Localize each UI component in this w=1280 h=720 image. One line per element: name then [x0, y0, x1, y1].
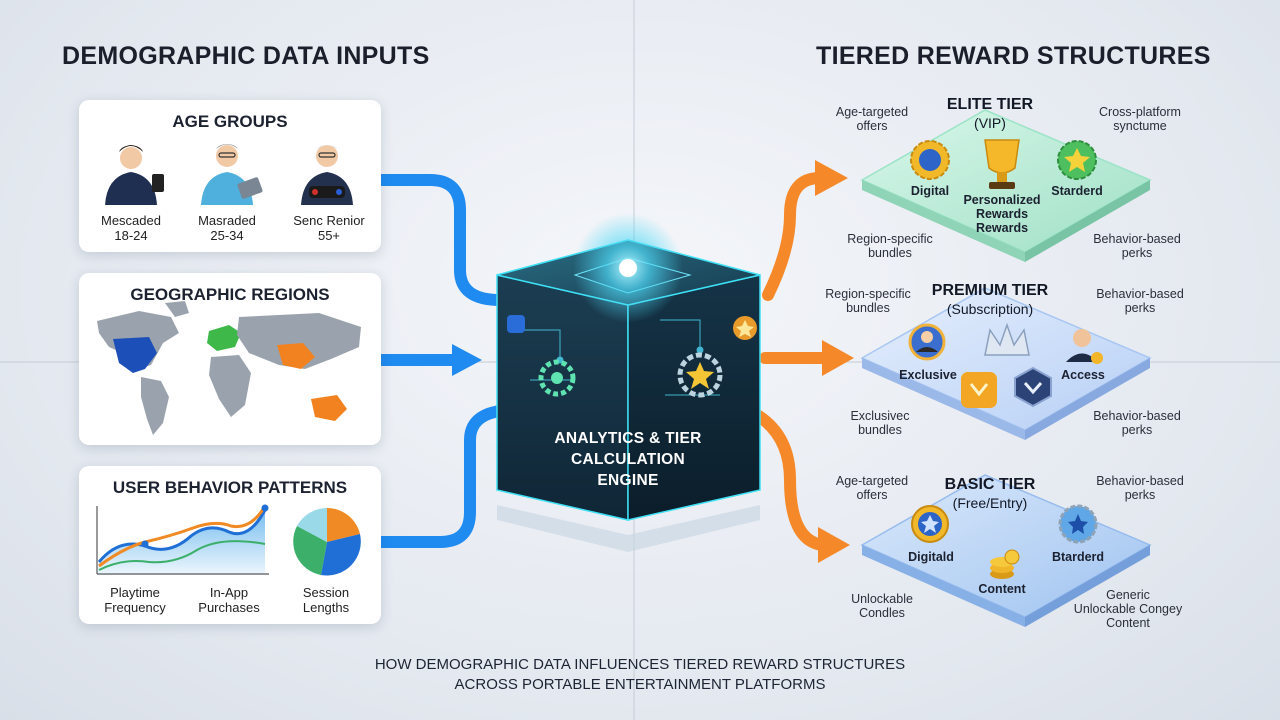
map-china: [277, 343, 315, 369]
card-title: AGE GROUPS: [172, 112, 288, 131]
map-asia: [237, 313, 361, 369]
shield-badge-icon: [1014, 366, 1052, 408]
map-africa: [209, 355, 251, 417]
map-australia: [311, 395, 347, 421]
map-usa: [113, 337, 157, 373]
elite-tier-title: ELITE TIER (VIP): [946, 96, 1034, 131]
output-connectors: [742, 172, 831, 551]
engine-cube: [496, 213, 761, 552]
pie-chart: [293, 508, 361, 576]
elite-item-digital: Digital: [910, 184, 950, 198]
engine-label: ANALYTICS & TIER CALCULATION ENGINE: [554, 430, 702, 489]
arrowhead-geo: [452, 344, 482, 376]
geographic-regions-card: GEOGRAPHIC REGIONS: [79, 273, 381, 445]
star-gear-icon: [1058, 504, 1098, 544]
badge-icon: [733, 316, 757, 340]
arrowhead-premium: [822, 340, 854, 376]
crown-icon: [984, 322, 1030, 356]
heading-tiered-rewards: TIERED REWARD STRUCTURES: [816, 42, 1211, 70]
age-avatars: [105, 144, 353, 205]
elite-item-standard: Starderd: [1051, 184, 1103, 198]
basic-item-digital: Digitald: [908, 550, 954, 564]
person-badge-icon: [908, 323, 946, 361]
app-icon: [507, 315, 525, 333]
young-adult-phone-icon: [105, 145, 164, 205]
connector-behavior: [376, 404, 521, 548]
arrowhead-basic: [818, 527, 850, 563]
line-chart: [96, 504, 269, 575]
shield-badge-icon: [961, 372, 997, 408]
coins-icon: [990, 549, 1020, 579]
map-greenland: [165, 301, 189, 317]
card-title: GEOGRAPHIC REGIONS: [130, 285, 330, 304]
connector-basic: [742, 404, 828, 551]
premium-item-access: Access: [1061, 368, 1105, 382]
star-badge-icon: [1057, 140, 1097, 180]
arrowhead-elite: [815, 160, 848, 196]
premium-item-exclusive: Exclusive: [899, 368, 957, 382]
map-south-america: [141, 377, 169, 435]
star-gear-icon: [677, 352, 723, 398]
heading-demographic-inputs: DEMOGRAPHIC DATA INPUTS: [62, 42, 430, 70]
basic-item-standard: Btarderd: [1051, 550, 1105, 564]
premium-tier-title: PREMIUM TIER (Subscription): [931, 282, 1049, 317]
connector-elite: [762, 172, 826, 301]
gear-icon: [538, 359, 576, 397]
adult-tablet-icon: [201, 144, 263, 205]
business-person-icon: [1066, 329, 1103, 364]
gear-badge-icon: [910, 140, 950, 180]
footer-caption: HOW DEMOGRAPHIC DATA INFLUENCES TIERED R…: [374, 656, 906, 693]
basic-tier-title: BASIC TIER (Free/Entry): [944, 476, 1036, 511]
senior-console-icon: [301, 145, 353, 205]
card-title: USER BEHAVIOR PATTERNS: [112, 478, 348, 497]
basic-item-content: Content: [978, 582, 1026, 596]
world-map: [97, 301, 361, 435]
premium-plate: [860, 287, 1152, 440]
map-europe: [207, 325, 241, 351]
star-badge-icon: [911, 505, 949, 543]
trophy-icon: [984, 139, 1020, 189]
behavior-charts: [96, 504, 361, 576]
input-connectors: [376, 174, 521, 548]
connector-age: [376, 174, 506, 306]
